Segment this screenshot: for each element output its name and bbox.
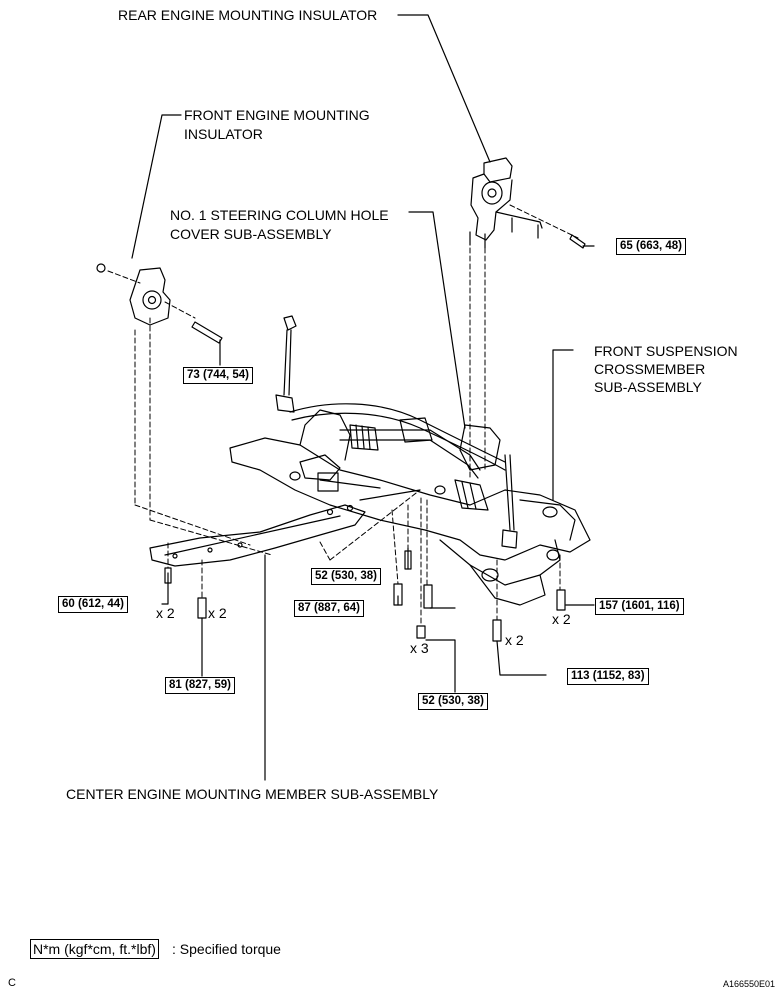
quantity-113: x 2 [505, 632, 524, 648]
front-insulator-label-line2: INSULATOR [184, 126, 263, 142]
quantity-81: x 2 [208, 605, 227, 621]
front-insulator-part [96, 263, 223, 344]
torque-box-65: 65 (663, 48) [616, 238, 687, 255]
stabilizer-part [275, 315, 518, 549]
torque-box-60: 60 (612, 44) [58, 596, 129, 613]
torque-box-73: 73 (744, 54) [183, 367, 254, 384]
steering-cover-label-line2: COVER SUB-ASSEMBLY [170, 226, 332, 242]
alignment-dashes [107, 204, 579, 626]
crossmember-label-line1: FRONT SUSPENSION [594, 343, 738, 359]
steering-cover-label-line1: NO. 1 STEERING COLUMN HOLE [170, 207, 389, 223]
crossmember-label-line2: CROSSMEMBER [594, 361, 706, 377]
corner-letter: C [8, 977, 16, 989]
quantity-157: x 2 [552, 611, 571, 627]
quantity-60: x 2 [156, 605, 175, 621]
steering-gear-part [339, 417, 489, 511]
torque-box-87: 87 (887, 64) [294, 600, 365, 617]
rear-insulator-part [469, 157, 586, 249]
torque-box-157: 157 (1601, 116) [595, 598, 684, 615]
torque-box-52-upper: 52 (530, 38) [311, 568, 382, 585]
torque-box-52-lower: 52 (530, 38) [418, 693, 489, 710]
leader-lines [131, 14, 595, 781]
center-member-label: CENTER ENGINE MOUNTING MEMBER SUB-ASSEMB… [66, 786, 439, 802]
center-member-part [149, 504, 366, 567]
bolts [164, 550, 566, 642]
crossmember-label-line3: SUB-ASSEMBLY [594, 379, 702, 395]
legend-unit-box: N*m (kgf*cm, ft.*lbf) [30, 939, 159, 959]
quantity-nut: x 3 [410, 640, 429, 656]
rear-insulator-label: REAR ENGINE MOUNTING INSULATOR [118, 7, 378, 23]
torque-box-113: 113 (1152, 83) [567, 668, 649, 685]
torque-box-81: 81 (827, 59) [165, 677, 236, 694]
legend-description: : Specified torque [172, 941, 281, 957]
front-insulator-label-line1: FRONT ENGINE MOUNTING [184, 107, 370, 123]
drawing-id: A166550E01 [723, 979, 776, 989]
crossmember-part [229, 409, 591, 606]
